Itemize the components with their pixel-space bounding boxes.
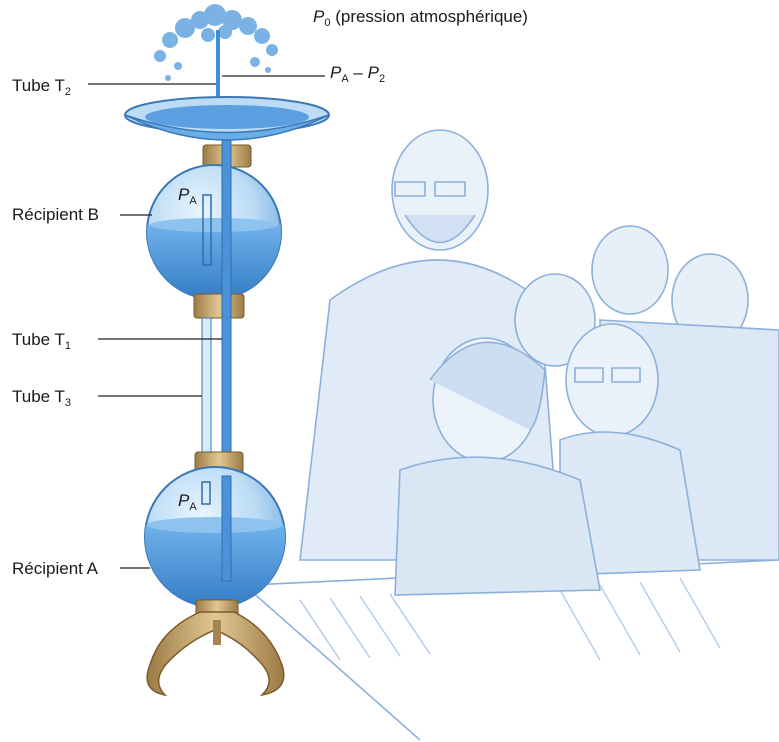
pa-upper-symbol: P: [178, 185, 189, 204]
tube-t1: [222, 140, 231, 460]
label-pa-upper: PA: [178, 186, 197, 207]
recipient-a-text: Récipient A: [12, 559, 98, 578]
label-pa-lower: PA: [178, 492, 197, 513]
front-kid-body: [395, 457, 600, 595]
pa-symbol: P: [330, 63, 341, 82]
middle-collar-top: [194, 294, 244, 318]
tube-t1-text: Tube T: [12, 330, 65, 349]
tube-t3-subscript: 3: [65, 397, 71, 409]
label-tube-t2: Tube T2: [12, 77, 71, 98]
p2-symbol: P: [368, 63, 379, 82]
fountain-apparatus: [125, 4, 329, 695]
p0-symbol: P: [313, 7, 324, 26]
label-tube-t3: Tube T3: [12, 388, 71, 409]
tube-t3-text: Tube T: [12, 387, 65, 406]
label-pa-minus-p2: PA – P2: [330, 64, 385, 85]
p0-subscript: 0: [324, 17, 330, 29]
minus-sign: –: [353, 63, 362, 82]
pa-lower-subscript: A: [189, 501, 196, 513]
label-recipient-a: Récipient A: [12, 560, 98, 577]
tube-t2-text: Tube T: [12, 76, 65, 95]
recipient-b-text: Récipient B: [12, 205, 99, 224]
label-tube-t1: Tube T1: [12, 331, 71, 352]
pa-subscript: A: [341, 73, 348, 85]
label-p0: P0 (pression atmosphérique): [313, 8, 528, 29]
tube-t1-subscript: 1: [65, 340, 71, 352]
pa-lower-symbol: P: [178, 491, 189, 510]
kid-back-1-head: [592, 226, 668, 314]
label-recipient-b: Récipient B: [12, 206, 99, 223]
p2-subscript: 2: [379, 73, 385, 85]
recipient-b-water: [140, 225, 290, 305]
background-people-sketch: [250, 130, 779, 740]
pa-upper-subscript: A: [189, 195, 196, 207]
p0-text: (pression atmosphérique): [335, 7, 528, 26]
upper-basin-water: [145, 105, 309, 129]
tube-t2-subscript: 2: [65, 86, 71, 98]
